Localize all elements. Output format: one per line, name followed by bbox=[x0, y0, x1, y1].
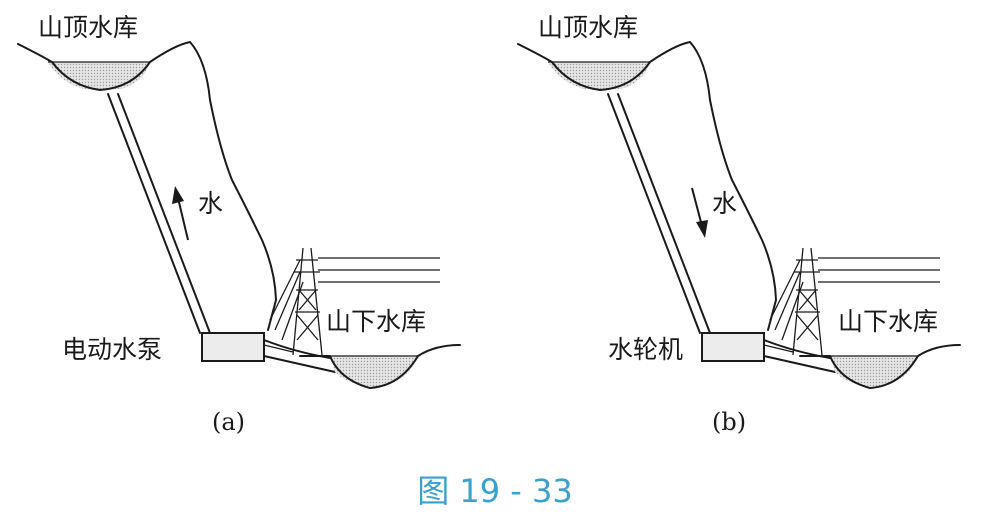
mountain-outline bbox=[517, 41, 777, 331]
transmission-tower bbox=[263, 247, 323, 356]
penstock-pipe-left bbox=[607, 93, 701, 334]
water-label: 水 bbox=[198, 189, 223, 218]
outflow-channel-bottom bbox=[763, 355, 836, 373]
upper-reservoir-water bbox=[548, 62, 650, 90]
panel-b: 山顶水库 水 山下水库 水轮机 (b) bbox=[517, 13, 961, 436]
pump-label: 电动水泵 bbox=[62, 335, 162, 364]
outflow-channel-bottom bbox=[263, 355, 336, 373]
lower-reservoir-label: 山下水库 bbox=[838, 307, 938, 336]
water-label: 水 bbox=[712, 189, 737, 218]
power-lines bbox=[318, 257, 440, 283]
power-lines bbox=[818, 257, 940, 283]
lower-reservoir-water bbox=[330, 356, 418, 387]
lower-reservoir-outline bbox=[799, 344, 961, 389]
panel-a-caption: (a) bbox=[212, 408, 245, 436]
figure-caption: 图 19 - 33 bbox=[417, 472, 573, 510]
upper-reservoir-water bbox=[48, 62, 150, 90]
panel-a: 山顶水库 水 山下水库 电动水泵 (a) bbox=[17, 13, 461, 436]
transmission-tower bbox=[763, 247, 823, 356]
penstock-pipe-right bbox=[117, 93, 211, 334]
upper-reservoir-label: 山顶水库 bbox=[538, 13, 638, 42]
flow-arrow-up bbox=[172, 186, 189, 241]
flow-arrow-down bbox=[691, 187, 708, 238]
upper-reservoir-label: 山顶水库 bbox=[38, 13, 138, 42]
lower-reservoir-label: 山下水库 bbox=[326, 307, 426, 336]
panel-b-caption: (b) bbox=[712, 408, 746, 436]
lower-reservoir-outline bbox=[299, 344, 461, 389]
penstock-pipe-left bbox=[107, 93, 201, 334]
turbine-box bbox=[701, 332, 765, 362]
lower-reservoir-water bbox=[830, 356, 918, 387]
mountain-outline bbox=[17, 41, 277, 331]
pump-box bbox=[201, 332, 265, 362]
penstock-pipe-right bbox=[617, 93, 711, 334]
turbine-label: 水轮机 bbox=[608, 335, 683, 364]
